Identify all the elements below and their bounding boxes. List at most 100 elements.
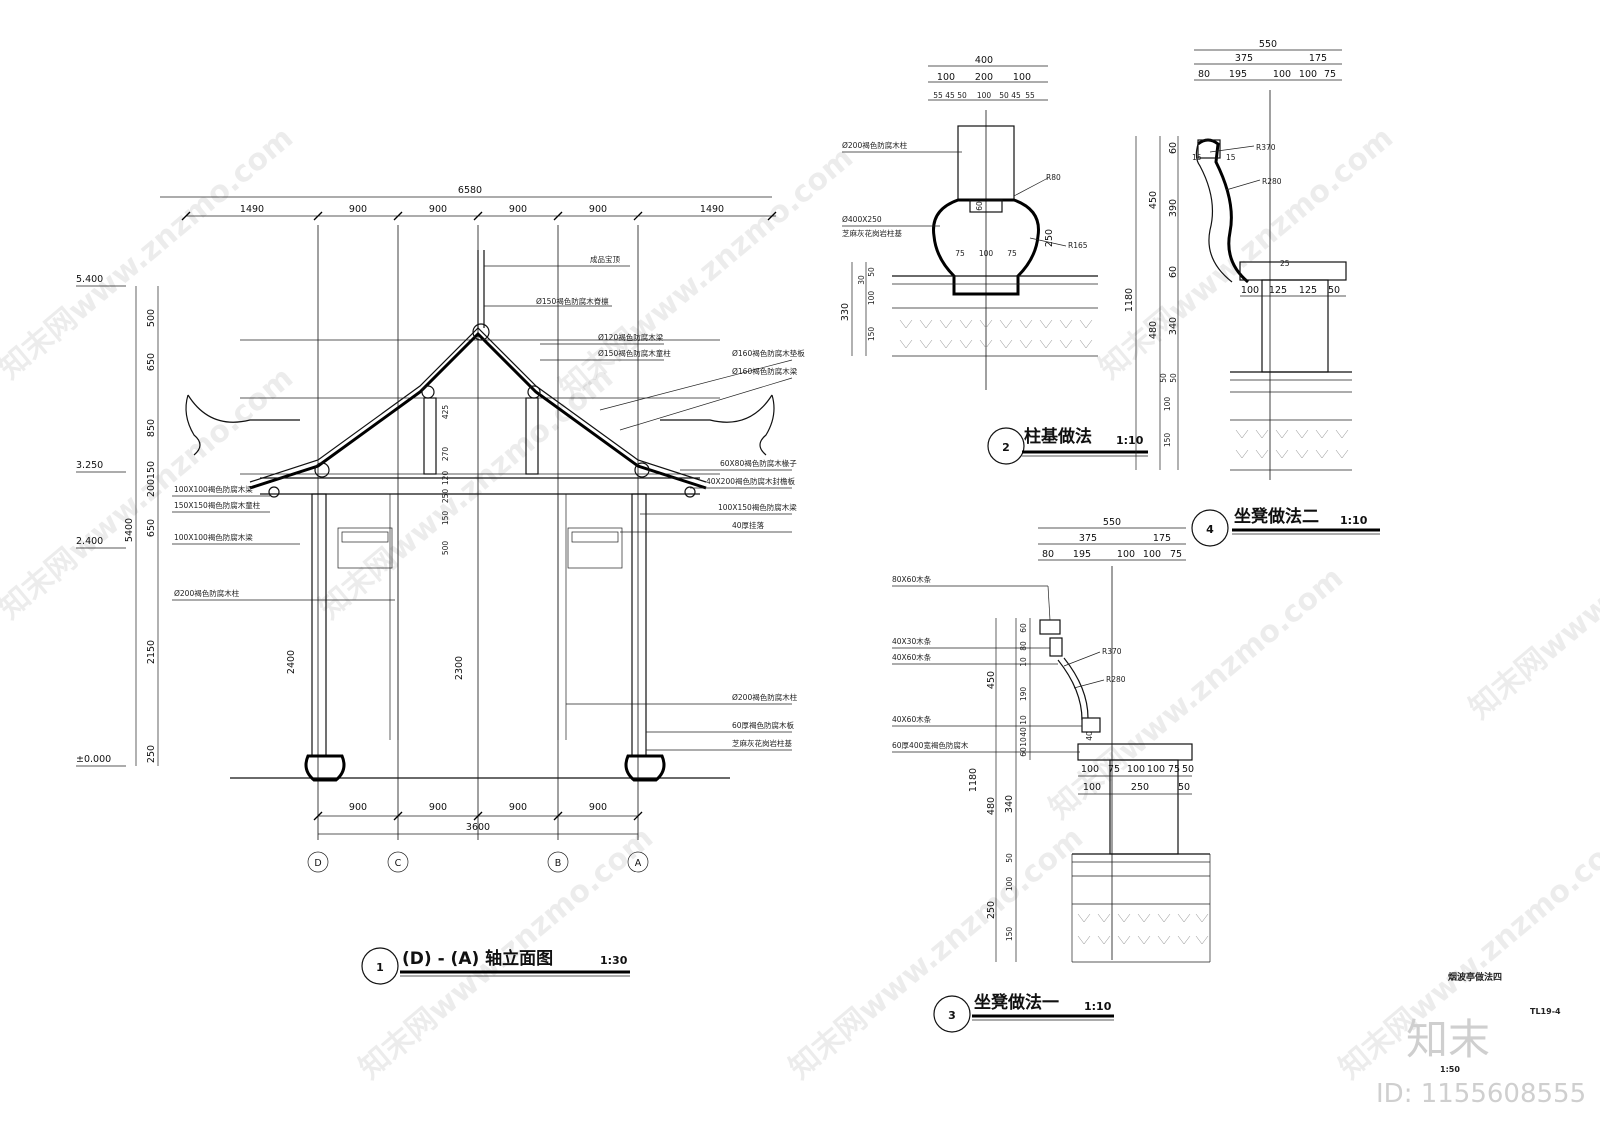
- b1-left-60a: 60: [1019, 623, 1028, 633]
- b2-radius-1: R370: [1256, 143, 1276, 152]
- b1-dim-195: 195: [1073, 549, 1091, 560]
- sheet-info: 烟波亭做法四 TL19-4 知末 1:50 ID: 1155608555: [1376, 971, 1586, 1109]
- label-right-8: 40X200褐色防腐木封檐板: [706, 476, 795, 486]
- b2-dim-375: 375: [1235, 53, 1253, 64]
- elevation-number: 1: [376, 961, 384, 974]
- b1-title: 坐凳做法一: [974, 992, 1059, 1013]
- cb-dim-d5: 50: [999, 91, 1009, 100]
- cb-dim-100c: 100: [979, 249, 994, 258]
- watermarks: 知末网www.znzmo.com 知末网www.znzmo.com 知末网www…: [0, 120, 1600, 1086]
- cb-dim-400: 400: [975, 55, 993, 66]
- dim-col-height-2: 2300: [454, 656, 465, 680]
- b2-left-60a: 60: [1168, 142, 1179, 154]
- b2-dim-175: 175: [1309, 53, 1327, 64]
- b1-h-1180: 1180: [968, 768, 979, 792]
- dim-bottom-3: 900: [509, 802, 527, 813]
- b2-left-480: 480: [1148, 321, 1159, 339]
- cb-dim-d4: 100: [977, 91, 992, 100]
- watermark: 知末网www.znzmo.com: [553, 140, 860, 406]
- b1-scale: 1:10: [1084, 1000, 1112, 1013]
- sheet-scale: 1:50: [1440, 1065, 1460, 1074]
- b2-dim-195: 195: [1229, 69, 1247, 80]
- b2-dim-80: 80: [1198, 69, 1210, 80]
- b1-left-10a: 10: [1019, 657, 1028, 667]
- cb-label-granite: 芝麻灰花岗岩柱基: [842, 228, 902, 238]
- level-2400: 2.400: [76, 536, 103, 547]
- cb-dim-d2: 45: [945, 91, 955, 100]
- b2-seat-50: 50: [1328, 285, 1340, 296]
- dim-top-2: 900: [349, 204, 367, 215]
- label-right-4: Ø150褐色防腐木童柱: [598, 348, 671, 358]
- dim-bottom-1: 900: [349, 802, 367, 813]
- b1-seat-75a: 75: [1108, 764, 1120, 775]
- b2-number: 4: [1206, 523, 1214, 536]
- watermark: 知末网www.znzmo.com: [0, 120, 300, 386]
- dim-bottom-total: 3600: [466, 822, 490, 833]
- b2-dim-100b: 100: [1299, 69, 1317, 80]
- b1-label-3: 40X60木条: [892, 652, 932, 662]
- label-right-13: 芝麻灰花岗岩柱基: [732, 738, 792, 748]
- cb-dim-100b: 100: [1013, 72, 1031, 83]
- b1-left-10b: 10: [1019, 715, 1028, 725]
- b1-seat2-50: 50: [1178, 782, 1190, 793]
- b2-seat-100: 100: [1241, 285, 1259, 296]
- cb-dim-330: 330: [840, 303, 851, 321]
- b1-left-190: 190: [1019, 687, 1028, 702]
- b1-h-100: 100: [1005, 877, 1014, 892]
- b1-h-250: 250: [986, 901, 997, 919]
- axis-a: A: [635, 858, 642, 869]
- b1-dim-175: 175: [1153, 533, 1171, 544]
- b2-seat-125a: 125: [1269, 285, 1287, 296]
- cb-dim-d7: 55: [1025, 91, 1035, 100]
- dim-left-1: 500: [146, 309, 157, 327]
- sheet-code: TL19-4: [1530, 1007, 1561, 1016]
- watermark: 知末网www.znzmo.com: [783, 820, 1090, 1086]
- label-right-10: 40厚挂落: [732, 520, 765, 530]
- label-right-5: Ø160褐色防腐木垫板: [732, 348, 805, 358]
- cb-dim-250: 250: [1044, 229, 1055, 247]
- b2-dim-75: 75: [1324, 69, 1336, 80]
- cb-dim-150: 150: [867, 327, 876, 342]
- b2-radius-2: R280: [1262, 177, 1282, 186]
- b1-dim-75: 75: [1170, 549, 1182, 560]
- label-left-1: 100X100褐色防腐木梁: [174, 484, 253, 494]
- b1-left-60b: 60: [1019, 747, 1028, 757]
- b1-h-150: 150: [1005, 927, 1014, 942]
- b1-h-50: 50: [1005, 853, 1014, 863]
- b1-dim-375: 375: [1079, 533, 1097, 544]
- b1-left-80: 80: [1019, 641, 1028, 651]
- dim-inner-6: 500: [441, 541, 450, 556]
- b1-number: 3: [948, 1009, 956, 1022]
- dim-left-4: 150: [146, 461, 157, 479]
- label-right-3: Ø120褐色防腐木梁: [598, 332, 664, 342]
- b2-left-150: 150: [1163, 433, 1172, 448]
- level-0000: ±0.000: [76, 754, 111, 765]
- label-right-6: Ø160褐色防腐木梁: [732, 366, 798, 376]
- cb-dim-30: 30: [857, 275, 866, 285]
- b2-left-340: 340: [1168, 317, 1179, 335]
- b2-misc-15a: 15: [1192, 153, 1202, 162]
- b1-label-2: 40X30木条: [892, 636, 932, 646]
- dim-left-7: 2150: [146, 640, 157, 664]
- bench-two-drawing: 550 375 175 80 195 100 100 75 100 125 12…: [1124, 39, 1380, 547]
- dim-inner-2: 270: [441, 447, 450, 462]
- b1-label-5: 60厚400宽褐色防腐木: [892, 740, 969, 750]
- b1-dim-80: 80: [1042, 549, 1054, 560]
- watermark: 知末网www.znzmo.com: [1463, 460, 1600, 726]
- axis-c: C: [395, 858, 402, 869]
- b1-seat-100c: 100: [1147, 764, 1165, 775]
- b1-h-450: 450: [986, 671, 997, 689]
- b1-radius-2: R280: [1106, 675, 1126, 684]
- label-right-9: 100X150褐色防腐木梁: [718, 502, 797, 512]
- b1-seat-100b: 100: [1127, 764, 1145, 775]
- dim-top-4: 900: [509, 204, 527, 215]
- axis-b: B: [555, 858, 562, 869]
- elevation-drawing: 6580 1490 900 900 900 900 1490: [76, 185, 805, 985]
- cb-dim-d1: 55: [933, 91, 943, 100]
- dim-top-6: 1490: [700, 204, 724, 215]
- cb-dim-200: 200: [975, 72, 993, 83]
- b1-h-340: 340: [1004, 795, 1015, 813]
- b2-left-50a: 50: [1159, 373, 1168, 383]
- cb-dim-100d: 100: [867, 291, 876, 306]
- cb-scale: 1:10: [1116, 434, 1144, 447]
